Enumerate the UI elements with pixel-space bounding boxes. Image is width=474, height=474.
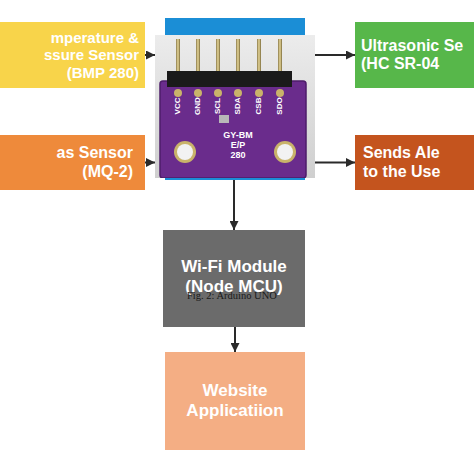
node-text: as Sensor (MQ-2) [43,144,133,181]
solder-pad [255,89,263,97]
flow-arrow [315,162,355,164]
flow-arrow [233,180,235,230]
process-box: Wi-Fi Module (Node MCU) [163,230,305,327]
pcb-edge [160,81,306,178]
pin-label: SCL [213,98,222,114]
flow-arrow [315,54,355,56]
node-text: Sends Ale to the Use [363,144,455,181]
mount-ring [174,141,196,163]
process-box: Website Applicatiion [165,352,305,450]
process-box: Ultrasonic Se (HC SR-04 [355,22,474,88]
process-box: Sends Ale to the Use [355,135,474,190]
node-text: Website Applicatiion [167,381,303,420]
mount-ring [274,141,296,163]
solder-pad [214,89,222,97]
mount-hole [277,144,293,160]
pin-label: CSB [254,98,263,115]
node-text: mperature & ssure Sensor (BMP 280) [21,29,139,81]
board-label: GY-BM E/P 280 [223,131,254,161]
process-box: mperature & ssure Sensor (BMP 280) [0,22,145,88]
photo-background [155,35,315,178]
mount-hole [177,144,193,160]
pcb-board [160,81,306,178]
flow-arrow [145,54,155,56]
pin-label: GND [193,97,202,115]
solder-pad [174,89,182,97]
node-text: Ultrasonic Se (HC SR-04 [361,37,473,74]
pin-label: SDO [275,97,284,114]
pin-label: SDA [233,98,242,115]
sensor-chip [219,115,229,123]
pin-label: VCC [173,98,182,115]
pin-header [167,71,292,87]
flow-arrow [145,162,155,164]
solder-pad [234,89,242,97]
process-box: as Sensor (MQ-2) [0,135,145,190]
solder-pad [276,89,284,97]
flow-arrow [234,327,236,352]
solder-pads [174,89,284,97]
solder-pad [194,89,202,97]
figure-caption: Fig. 2: Arduino UNO [187,290,277,301]
